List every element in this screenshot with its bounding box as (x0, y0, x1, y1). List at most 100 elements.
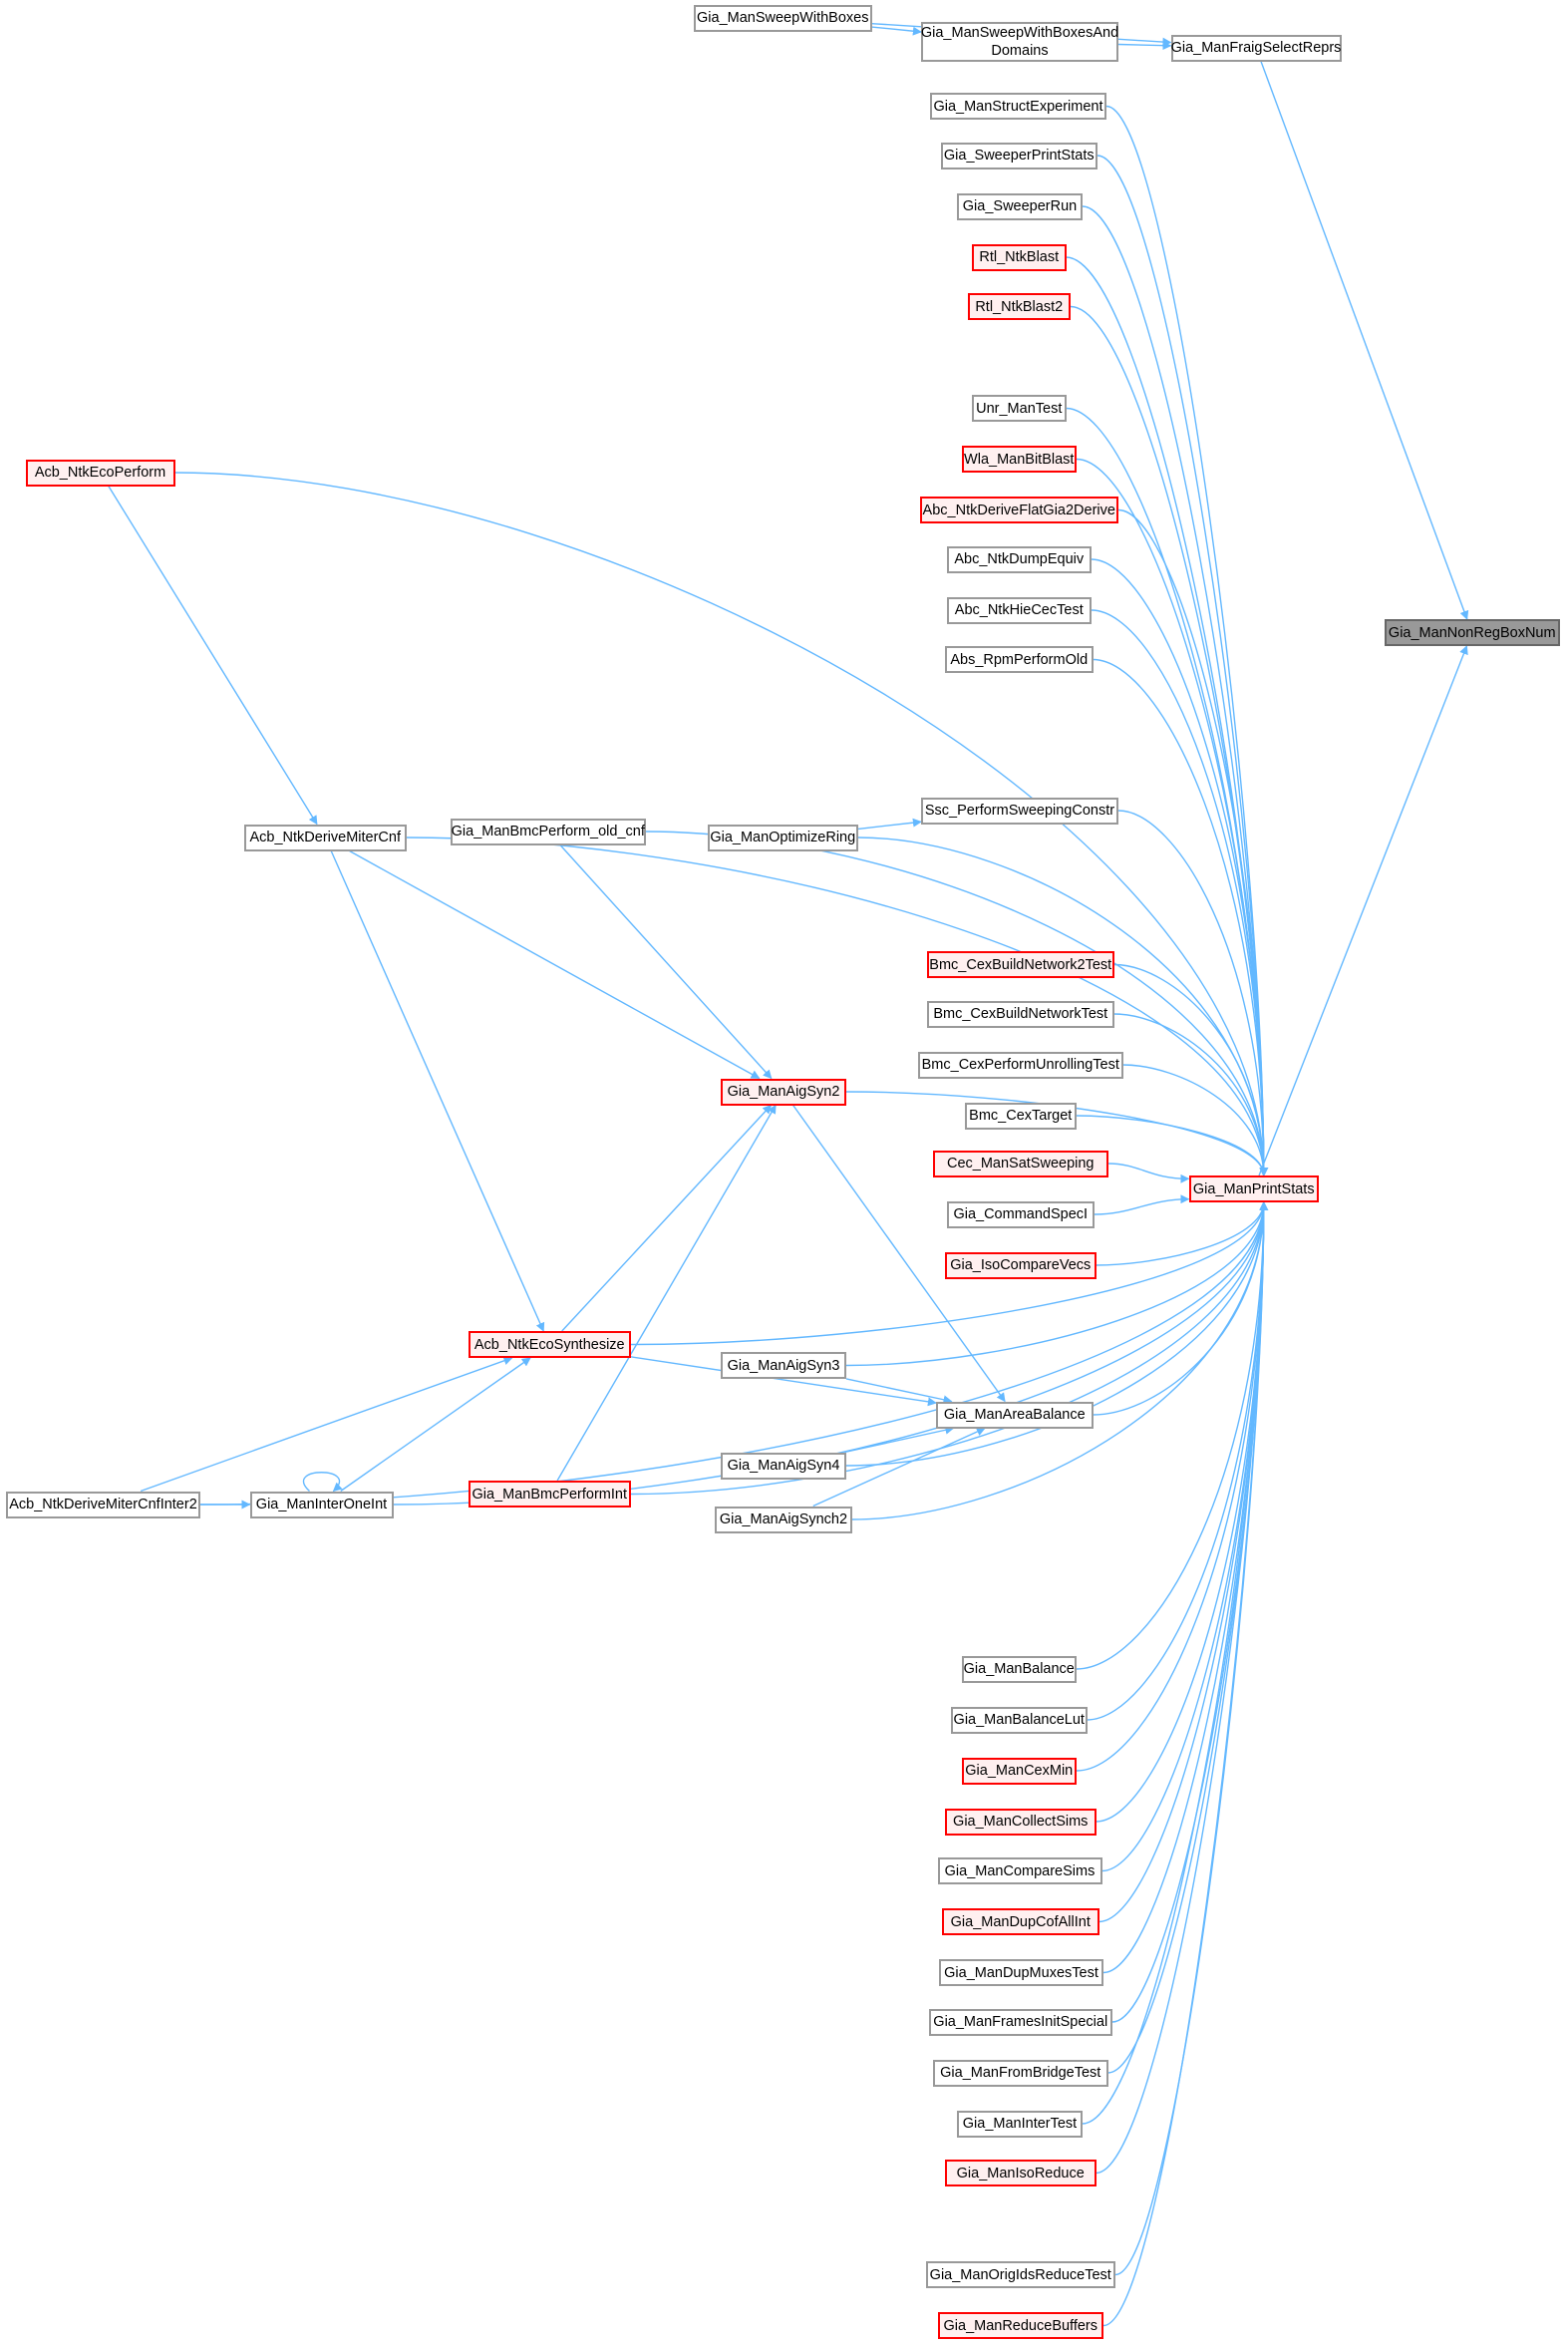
edge-ecosynth-to-printstats (630, 1201, 1269, 1346)
node-label: Gia_ManBmcPerformInt (471, 1486, 628, 1503)
node-cexmin[interactable]: Gia_ManCexMin (961, 1757, 1077, 1785)
node-interone[interactable]: Gia_ManInterOneInt (249, 1491, 394, 1518)
edge-areabal-to-printstats (1093, 1201, 1269, 1416)
node-label: Gia_ManReduceBuffers (943, 2317, 1098, 2334)
node-comparesims[interactable]: Gia_ManCompareSims (937, 1857, 1102, 1884)
edge-reducebuf-to-printstats (1102, 1201, 1269, 2327)
node-label: Bmc_CexBuildNetworkTest (933, 1006, 1108, 1022)
node-dupmux[interactable]: Gia_ManDupMuxesTest (939, 1959, 1103, 1986)
edge-cextarget-to-printstats (1076, 1115, 1269, 1176)
node-hiecec[interactable]: Abc_NtkHieCecTest (946, 596, 1092, 624)
node-label: Wla_ManBitBlast (964, 451, 1075, 468)
node-mitercnf[interactable]: Acb_NtkDeriveMiterCnf (243, 824, 407, 851)
edge-aigsyn2-to-printstats (845, 1091, 1269, 1176)
node-aigsynch2[interactable]: Gia_ManAigSynch2 (715, 1506, 852, 1533)
node-rtlblast[interactable]: Rtl_NtkBlast (972, 243, 1067, 271)
node-label: Gia_ManStructExperiment (933, 98, 1103, 115)
edge-bmcint-to-printstats (630, 1201, 1269, 1496)
node-isovecs[interactable]: Gia_IsoCompareVecs (945, 1251, 1097, 1279)
edge-aigsynch2-to-printstats (851, 1201, 1269, 1520)
node-dupcof[interactable]: Gia_ManDupCofAllInt (942, 1908, 1099, 1935)
node-nonreg[interactable]: Gia_ManNonRegBoxNum (1385, 619, 1560, 646)
edge-bmcold-to-aigsyn2 (559, 844, 773, 1080)
node-frames[interactable]: Gia_ManFramesInitSpecial (928, 2008, 1112, 2036)
edge-isoreduce-to-printstats (1096, 1201, 1269, 2175)
node-wla[interactable]: Wla_ManBitBlast (961, 446, 1077, 473)
node-printstats[interactable]: Gia_ManPrintStats (1188, 1175, 1319, 1202)
node-inter2[interactable]: Acb_NtkDeriveMiterCnfInter2 (6, 1491, 200, 1518)
node-flatgia[interactable]: Abc_NtkDeriveFlatGia2Derive (919, 497, 1118, 523)
node-label: Acb_NtkEcoSynthesize (473, 1336, 625, 1353)
edge-bmcint-to-aigsyn2 (556, 1104, 777, 1482)
node-intertest[interactable]: Gia_ManInterTest (957, 2110, 1083, 2138)
node-bmcint[interactable]: Gia_ManBmcPerformInt (468, 1481, 631, 1508)
edge-interone-to-ecosynth (340, 1357, 531, 1493)
node-cextarget[interactable]: Bmc_CexTarget (964, 1102, 1077, 1130)
edge-optring-to-ssc (857, 818, 922, 831)
node-label: Gia_IsoCompareVecs (950, 1257, 1092, 1273)
node-balancelut[interactable]: Gia_ManBalanceLut (951, 1706, 1088, 1734)
node-bmcold[interactable]: Gia_ManBmcPerform_old_cnf (450, 818, 646, 845)
node-label: Gia_ManFraigSelectReprs (1170, 40, 1342, 56)
node-label: Gia_ManBalanceLut (953, 1712, 1085, 1728)
edge-hiecec-to-printstats (1091, 609, 1269, 1176)
edge-bridge-to-printstats (1107, 1201, 1269, 2074)
edge-balancelut-to-printstats (1087, 1201, 1269, 1721)
node-sweepdomains[interactable]: Gia_ManSweepWithBoxesAnd Domains (921, 22, 1118, 62)
node-areabal[interactable]: Gia_ManAreaBalance (936, 1401, 1094, 1429)
edge-flatgia-to-printstats (1117, 508, 1269, 1176)
node-cexnet2[interactable]: Bmc_CexBuildNetwork2Test (927, 951, 1114, 978)
node-ssc[interactable]: Ssc_PerformSweepingConstr (921, 797, 1118, 825)
node-ecoperform[interactable]: Acb_NtkEcoPerform (25, 459, 175, 487)
edge-balance-to-printstats (1076, 1201, 1269, 1670)
node-label: Cec_ManSatSweeping (946, 1156, 1095, 1172)
node-balance[interactable]: Gia_ManBalance (961, 1655, 1077, 1683)
node-aigsyn4[interactable]: Gia_ManAigSyn4 (721, 1452, 846, 1480)
node-rpm[interactable]: Abs_RpmPerformOld (945, 646, 1094, 673)
node-label: Gia_ManIsoReduce (956, 2165, 1085, 2181)
node-dumpequiv[interactable]: Abc_NtkDumpEquiv (946, 545, 1092, 573)
node-label: Abc_NtkDeriveFlatGia2Derive (922, 502, 1115, 518)
node-aigsyn3[interactable]: Gia_ManAigSyn3 (721, 1352, 846, 1379)
edge-sweepdomains-to-fraig (1117, 41, 1172, 51)
node-cexnet[interactable]: Bmc_CexBuildNetworkTest (927, 1000, 1114, 1028)
node-label: Acb_NtkEcoPerform (34, 465, 166, 481)
node-unrtest[interactable]: Unr_ManTest (972, 395, 1067, 422)
node-ecosynth[interactable]: Acb_NtkEcoSynthesize (468, 1331, 631, 1358)
node-label: Gia_ManAigSyn2 (727, 1084, 840, 1100)
node-aigsyn2[interactable]: Gia_ManAigSyn2 (721, 1078, 846, 1106)
node-structexp[interactable]: Gia_ManStructExperiment (930, 93, 1106, 120)
edge-ecoperform-to-mitercnf (108, 486, 318, 826)
node-label: Gia_ManSweepWithBoxesAnd Domains (920, 25, 1119, 59)
node-origids[interactable]: Gia_ManOrigIdsReduceTest (925, 2261, 1115, 2288)
node-label: Rtl_NtkBlast2 (975, 298, 1064, 315)
node-satsweep[interactable]: Cec_ManSatSweeping (933, 1150, 1108, 1177)
node-cexunroll[interactable]: Bmc_CexPerformUnrollingTest (918, 1051, 1123, 1079)
node-sweeperstats[interactable]: Gia_SweeperPrintStats (940, 142, 1098, 169)
edge-sweeperstats-to-printstats (1097, 155, 1269, 1176)
node-label: Rtl_NtkBlast (979, 249, 1060, 265)
node-bridge[interactable]: Gia_ManFromBridgeTest (933, 2059, 1108, 2087)
node-specl[interactable]: Gia_CommandSpecI (946, 1200, 1095, 1228)
node-fraig[interactable]: Gia_ManFraigSelectReprs (1170, 34, 1342, 62)
node-collectsims[interactable]: Gia_ManCollectSims (945, 1808, 1097, 1836)
node-label: Gia_ManOrigIdsReduceTest (929, 2266, 1111, 2283)
node-label: Abc_NtkDumpEquiv (954, 551, 1085, 567)
node-optring[interactable]: Gia_ManOptimizeRing (707, 824, 858, 851)
node-reducebuf[interactable]: Gia_ManReduceBuffers (937, 2312, 1103, 2339)
node-label: Acb_NtkDeriveMiterCnfInter2 (9, 1497, 197, 1512)
node-rtlblast2[interactable]: Rtl_NtkBlast2 (967, 293, 1071, 320)
node-label: Gia_CommandSpecI (953, 1206, 1089, 1222)
node-label: Gia_ManAigSynch2 (719, 1511, 848, 1527)
edge-rpm-to-printstats (1093, 658, 1269, 1176)
node-isoreduce[interactable]: Gia_ManIsoReduce (945, 2160, 1097, 2186)
node-label: Gia_ManOptimizeRing (710, 830, 856, 845)
edge-inter2-to-printstats (199, 1201, 1269, 1506)
edge-aigsyn2-to-areabal (792, 1105, 1006, 1403)
node-label: Gia_ManAigSyn3 (727, 1357, 840, 1374)
node-sweeperrun[interactable]: Gia_SweeperRun (957, 192, 1083, 220)
edge-origids-to-printstats (1114, 1201, 1269, 2276)
node-label: Gia_SweeperRun (962, 198, 1078, 214)
node-sweepboxes[interactable]: Gia_ManSweepWithBoxes (694, 4, 872, 32)
